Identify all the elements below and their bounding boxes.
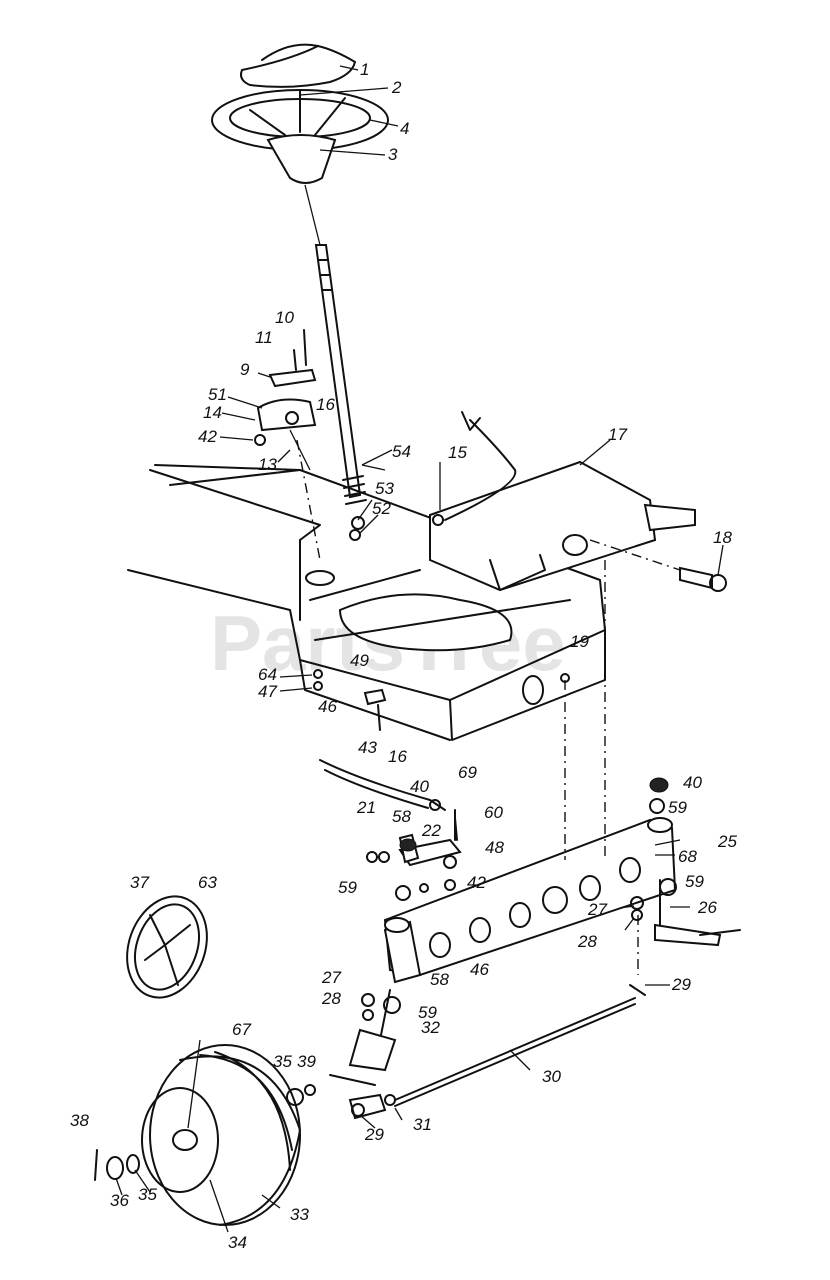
wheel-tire (141, 1044, 301, 1226)
callout-4: 4 (400, 119, 409, 138)
callout-48: 48 (485, 838, 504, 857)
callout-51: 51 (208, 385, 227, 404)
callout-28-right: 28 (577, 932, 597, 951)
callout-59-axle-left: 59 (338, 878, 357, 897)
callout-69: 69 (458, 763, 477, 782)
leader-lines (115, 65, 724, 1233)
callout-10: 10 (275, 308, 294, 327)
callout-17: 17 (608, 425, 627, 444)
steering-wheel-cap (240, 43, 357, 88)
callout-40-left: 40 (410, 777, 429, 796)
callout-35-hub: 35 (273, 1052, 292, 1071)
callout-59-axle-right: 59 (668, 798, 687, 817)
callout-58-lower: 58 (430, 970, 449, 989)
callout-14: 14 (203, 403, 222, 422)
callout-59-spindle-right: 59 (685, 872, 704, 891)
callout-34: 34 (228, 1233, 247, 1252)
callout-40-right: 40 (683, 773, 702, 792)
callout-27-left: 27 (321, 968, 341, 987)
callout-36: 36 (110, 1191, 129, 1210)
callout-31: 31 (413, 1115, 432, 1134)
callout-9: 9 (240, 360, 250, 379)
callout-29-left: 29 (364, 1125, 384, 1144)
callout-1: 1 (360, 60, 369, 79)
right-spindle (654, 879, 741, 947)
callout-33: 33 (290, 1205, 309, 1224)
callout-35-outer: 35 (138, 1185, 157, 1204)
callout-37: 37 (130, 873, 149, 892)
callout-32: 32 (421, 1018, 440, 1037)
pivot-bolt (589, 539, 727, 592)
callout-47: 47 (258, 682, 277, 701)
steering-wheel (211, 89, 389, 184)
callout-18: 18 (713, 528, 732, 547)
axle-bracket (429, 460, 696, 592)
callout-21: 21 (356, 798, 376, 817)
callout-58-upper: 58 (392, 807, 411, 826)
front-axle (383, 817, 677, 984)
callout-25: 25 (717, 832, 737, 851)
callout-13: 13 (258, 455, 277, 474)
callout-54: 54 (392, 442, 411, 461)
callout-30: 30 (542, 1067, 561, 1086)
wheel-hardware (94, 1084, 316, 1181)
callout-26: 26 (697, 898, 717, 917)
callout-46-upper: 46 (318, 697, 337, 716)
callout-59-spindle-left: 59 (418, 1003, 437, 1022)
callout-22: 22 (421, 821, 441, 840)
callout-2: 2 (391, 78, 402, 97)
callout-46-lower: 46 (470, 960, 489, 979)
callout-67: 67 (232, 1020, 251, 1039)
callout-52: 52 (372, 499, 391, 518)
callout-38: 38 (70, 1111, 89, 1130)
steering-shaft (304, 184, 367, 505)
callout-16-upper: 16 (316, 395, 335, 414)
callout-43: 43 (358, 738, 377, 757)
callout-63: 63 (198, 873, 217, 892)
callout-68: 68 (678, 847, 697, 866)
callout-42-lower: 42 (467, 873, 486, 892)
callout-60: 60 (484, 803, 503, 822)
callout-11: 11 (255, 328, 273, 347)
callout-39: 39 (297, 1052, 316, 1071)
callout-16-lower: 16 (388, 747, 407, 766)
callout-labels: 1 2 3 4 9 10 11 13 14 15 16 16 17 18 19 … (70, 60, 737, 1252)
callout-53: 53 (375, 479, 394, 498)
small-hardware (313, 514, 677, 1117)
callout-49: 49 (350, 651, 369, 670)
steering-bracket (254, 329, 321, 561)
callout-27-right: 27 (587, 900, 607, 919)
callout-64: 64 (258, 665, 277, 684)
callout-42-upper: 42 (198, 427, 217, 446)
hub-cap (126, 895, 208, 999)
direction-arrow (444, 411, 517, 521)
callout-19: 19 (570, 632, 589, 651)
callout-28-left: 28 (321, 989, 341, 1008)
callout-15: 15 (448, 443, 467, 462)
left-spindle (329, 989, 397, 1120)
drag-link (319, 759, 446, 811)
callout-3: 3 (388, 145, 398, 164)
callout-29-right: 29 (671, 975, 691, 994)
